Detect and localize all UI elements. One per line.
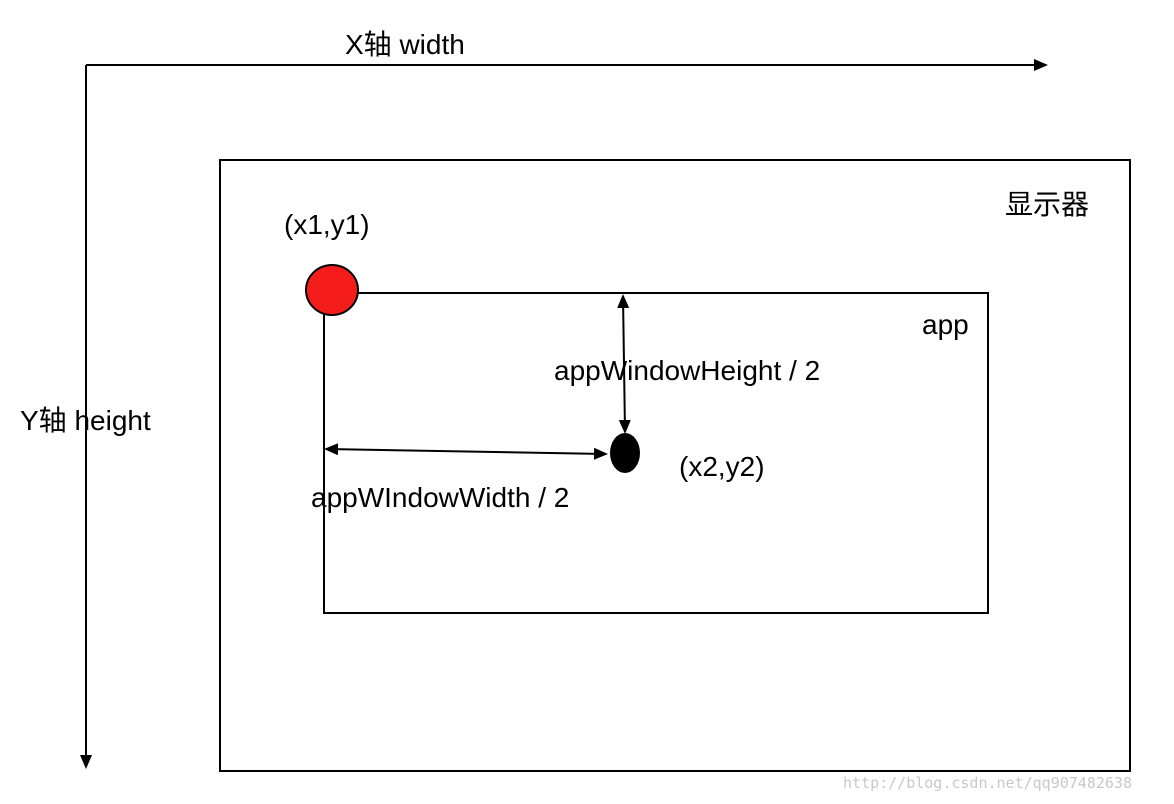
- half-height-label: appWindowHeight / 2: [554, 355, 820, 386]
- half-width-label: appWIndowWidth / 2: [311, 482, 569, 513]
- half-width-arrow: [324, 443, 608, 460]
- point2-marker: [610, 433, 640, 473]
- watermark-text: http://blog.csdn.net/qq907482638: [843, 774, 1132, 792]
- monitor-label: 显示器: [1005, 189, 1089, 220]
- x-axis-label: X轴 width: [345, 29, 465, 60]
- half-height-arrow: [617, 294, 631, 434]
- point1-label: (x1,y1): [284, 209, 370, 240]
- app-window-frame: [323, 292, 989, 614]
- point1-marker: [305, 264, 359, 316]
- app-label: app: [922, 309, 969, 340]
- y-axis-label: Y轴 height: [20, 405, 151, 436]
- monitor-frame: [219, 159, 1131, 772]
- point2-label: (x2,y2): [679, 451, 765, 482]
